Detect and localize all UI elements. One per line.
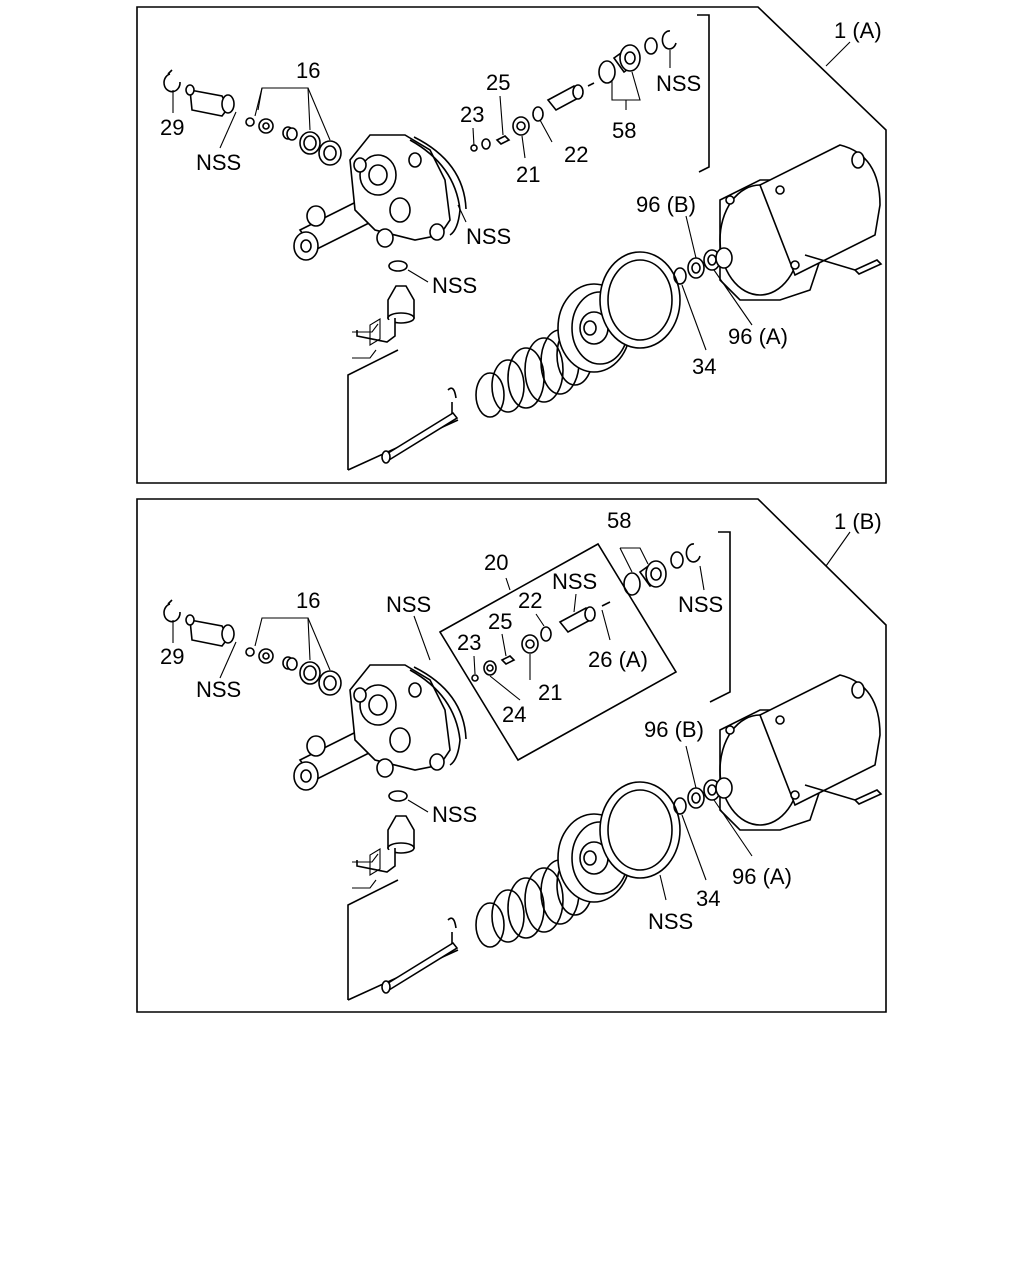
callout-20: 20 (484, 550, 508, 575)
callout-34: 34 (696, 886, 720, 911)
callout-25: 25 (486, 70, 510, 95)
callout-29: 29 (160, 115, 184, 140)
panel-a-valve-parts (470, 14, 710, 173)
panel-a-frame (136, 6, 887, 484)
callout-96b: 96 (B) (644, 717, 704, 742)
callout-29: 29 (160, 644, 184, 669)
callout-nss-ring: NSS (678, 592, 723, 617)
callout-96a: 96 (A) (732, 864, 792, 889)
callout-58: 58 (612, 118, 636, 143)
callout-nss-housing: NSS (386, 592, 431, 617)
callout-23: 23 (460, 102, 484, 127)
panel-b: 1 (B) 29 16 NSS NSS 20 23 25 22 NSS 58 N… (136, 498, 887, 1013)
callout-16: 16 (296, 58, 320, 83)
callout-16: 16 (296, 588, 320, 613)
callout-nss-diaphragm: NSS (648, 909, 693, 934)
callout-21: 21 (538, 680, 562, 705)
panel-b-valve-parts (471, 531, 731, 703)
panel-a-title: 1 (A) (834, 18, 882, 43)
callout-nss-oring: NSS (432, 273, 477, 298)
callout-23: 23 (457, 630, 481, 655)
panel-b-title: 1 (B) (834, 509, 882, 534)
callout-25: 25 (488, 609, 512, 634)
callout-21: 21 (516, 162, 540, 187)
panel-a-leaders (172, 41, 851, 351)
panel-b-leaders (172, 531, 851, 901)
callout-nss-housing: NSS (466, 224, 511, 249)
callout-96a: 96 (A) (728, 324, 788, 349)
callout-nss-pin: NSS (196, 150, 241, 175)
callout-nss-pin: NSS (196, 677, 241, 702)
callout-34: 34 (692, 354, 716, 379)
callout-26a: 26 (A) (588, 647, 648, 672)
callout-22: 22 (564, 142, 588, 167)
callout-22: 22 (518, 588, 542, 613)
callout-96b: 96 (B) (636, 192, 696, 217)
panel-a: 1 (A) 29 16 NSS 23 25 21 22 58 NSS NSS N… (136, 6, 887, 484)
callout-58: 58 (607, 508, 631, 533)
callout-nss-ring: NSS (656, 71, 701, 96)
callout-nss-valve: NSS (552, 569, 597, 594)
callout-24: 24 (502, 702, 526, 727)
callout-nss-oring: NSS (432, 802, 477, 827)
panel-b-frame (136, 498, 887, 1013)
kit-20-box (438, 542, 678, 762)
